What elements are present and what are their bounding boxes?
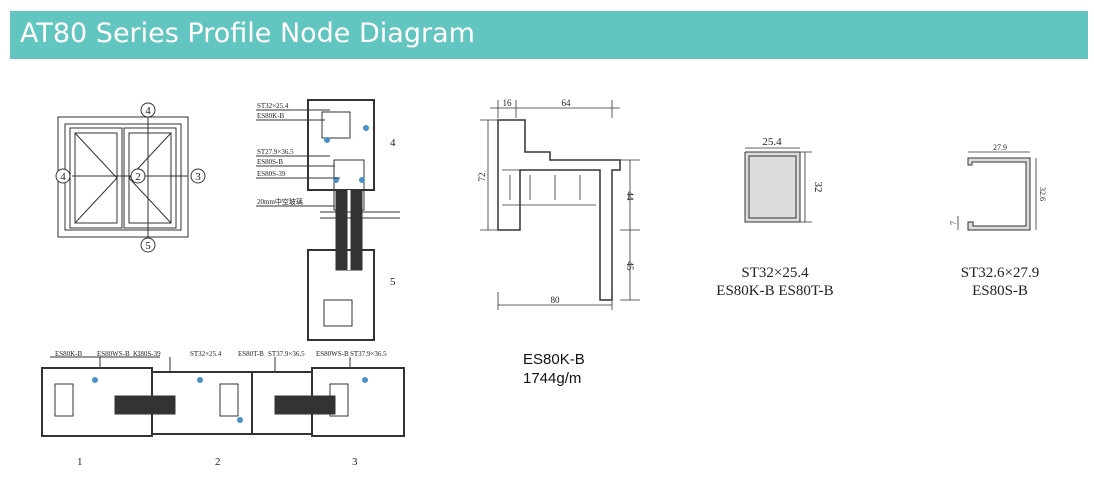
steel1-caption: ST32×25.4 ES80K-B ES80T-B — [700, 264, 850, 300]
dimension-label: 64 — [562, 98, 572, 108]
dimension-label: 16 — [503, 98, 513, 108]
vertical-section — [256, 99, 400, 341]
dimension-label: 32 — [812, 182, 824, 193]
horizontal-section — [41, 356, 405, 437]
section-label: ST27.9×36.5 — [257, 148, 294, 156]
dimension-label: 44 — [625, 192, 635, 202]
node-label: 4 — [145, 105, 151, 117]
dimension-label: 7 — [949, 221, 958, 225]
node-label: 3 — [195, 171, 201, 183]
steel-profile-st32x25 — [744, 147, 812, 223]
section-label: ES80K-B — [257, 112, 285, 120]
window-elevation — [55, 102, 206, 253]
section-label: 20mm中空玻璃 — [257, 197, 303, 206]
header-banner: AT80 Series Profile Node Diagram — [10, 11, 1088, 59]
section-label: ES80K-B — [55, 350, 83, 358]
section-label: ES80S-B — [257, 158, 283, 166]
profile-es80k-b — [480, 100, 640, 310]
dimension-label: 45 — [625, 262, 635, 272]
section-label: ST37.9×36.5 — [350, 350, 387, 358]
section-label: ST32×25.4 — [190, 350, 222, 358]
dimension-label: 27.9 — [993, 143, 1007, 152]
node-label: 4 — [60, 171, 66, 183]
node-label: 3 — [352, 456, 358, 468]
dimension-label: 32.6 — [1038, 187, 1047, 201]
page-title: AT80 Series Profile Node Diagram — [20, 18, 475, 49]
section-label: ST37.9×36.5 — [268, 350, 305, 358]
node-label: 5 — [145, 240, 151, 252]
section-label: ES80WS-B — [316, 350, 349, 358]
node-label: 5 — [390, 276, 396, 288]
steel2-model: ST32.6×27.9 — [960, 265, 1040, 281]
steel-profile-st32x27 — [957, 151, 1037, 231]
dimension-label: 25.4 — [762, 136, 782, 148]
node-label: 2 — [215, 456, 221, 468]
section-label: ES80S-39 — [257, 170, 286, 178]
steel2-caption: ST32.6×27.9 ES80S-B — [930, 264, 1070, 300]
node-label: 1 — [77, 456, 83, 468]
profile-name: ES80K-B — [523, 351, 585, 368]
section-label: ES80WS-B — [97, 350, 130, 358]
node-label: 2 — [135, 171, 141, 183]
steel1-model: ST32×25.4 — [741, 265, 809, 281]
section-label: KI80S-39 — [133, 350, 161, 358]
section-label: ES80T-B — [238, 350, 264, 358]
profile-weight: 1744g/m — [523, 370, 582, 387]
steel1-usage: ES80K-B ES80T-B — [716, 283, 834, 299]
node-label: 4 — [390, 137, 396, 149]
section-label: ST32×25.4 — [257, 102, 289, 110]
profile-caption: ES80K-B 1744g/m — [523, 350, 585, 388]
steel2-usage: ES80S-B — [972, 283, 1028, 299]
dimension-label: 80 — [551, 295, 561, 305]
dimension-label: 72 — [477, 173, 487, 182]
